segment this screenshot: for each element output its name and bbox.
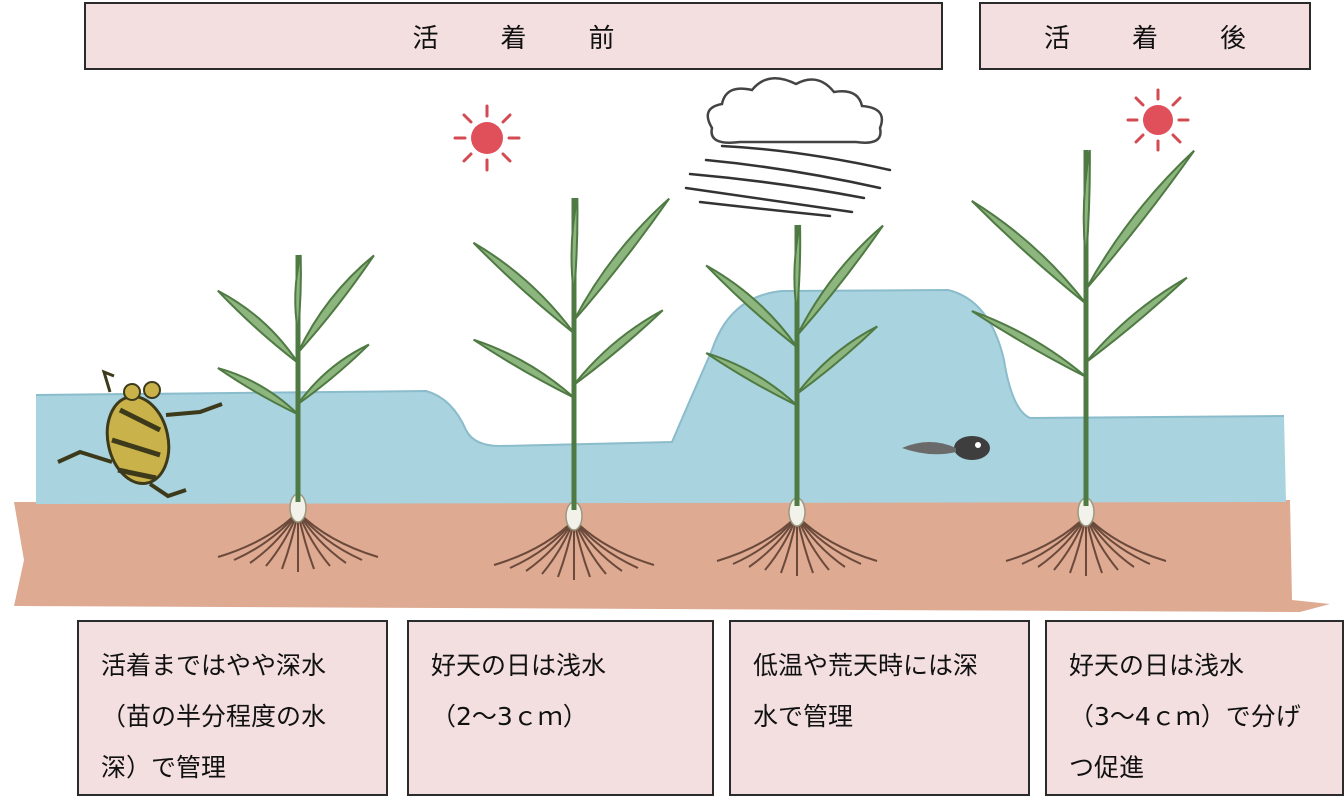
caption-line: 水で管理 xyxy=(753,702,854,731)
caption-line: （2～3ｃｍ） xyxy=(431,702,588,731)
header-char: 前 xyxy=(588,23,615,54)
cloud-icon xyxy=(706,77,884,144)
water-layer xyxy=(36,290,1286,504)
caption-line: 低温や荒天時には深 xyxy=(753,651,979,680)
header-char: 活 xyxy=(412,23,439,54)
header-char: 着 xyxy=(500,23,527,54)
wind-icon xyxy=(684,144,892,218)
caption-line: つ促進 xyxy=(1069,753,1145,782)
water-surface-line xyxy=(35,288,1285,448)
header-before-rooting: 活 着 前 xyxy=(84,2,943,70)
rice-plant-icon xyxy=(217,254,379,572)
header-after-rooting: 活 着 後 xyxy=(979,2,1311,70)
caption-box-shallow-water-tillering: 好天の日は浅水 （3～4ｃｍ）で分げ つ促進 xyxy=(1045,620,1344,796)
rice-plant-icon xyxy=(705,224,884,576)
caption-line: 深）で管理 xyxy=(101,753,227,782)
sun-icon xyxy=(1126,88,1190,152)
caption-line: 活着まではやや深水 xyxy=(101,651,327,680)
sun-icon xyxy=(453,104,521,172)
caption-box-deep-water-cold-weather: 低温や荒天時には深 水で管理 xyxy=(729,620,1030,796)
caption-box-deep-water-until-rooting: 活着まではやや深水 （苗の半分程度の水 深）で管理 xyxy=(77,620,388,796)
header-char: 後 xyxy=(1220,23,1247,54)
caption-line: 好天の日は浅水 xyxy=(1069,651,1245,680)
caption-line: （苗の半分程度の水 xyxy=(101,702,327,731)
caption-box-shallow-water-fine-weather: 好天の日は浅水 （2～3ｃｍ） xyxy=(407,620,714,796)
header-char: 着 xyxy=(1131,23,1158,54)
frog-icon xyxy=(57,369,223,499)
caption-line: （3～4ｃｍ）で分げ xyxy=(1069,702,1301,731)
rice-plant-icon xyxy=(971,149,1195,576)
soil-layer xyxy=(14,500,1330,612)
caption-line: 好天の日は浅水 xyxy=(431,651,607,680)
tadpole-icon xyxy=(902,436,990,460)
header-char: 活 xyxy=(1043,23,1070,54)
rice-plant-icon xyxy=(472,197,670,580)
